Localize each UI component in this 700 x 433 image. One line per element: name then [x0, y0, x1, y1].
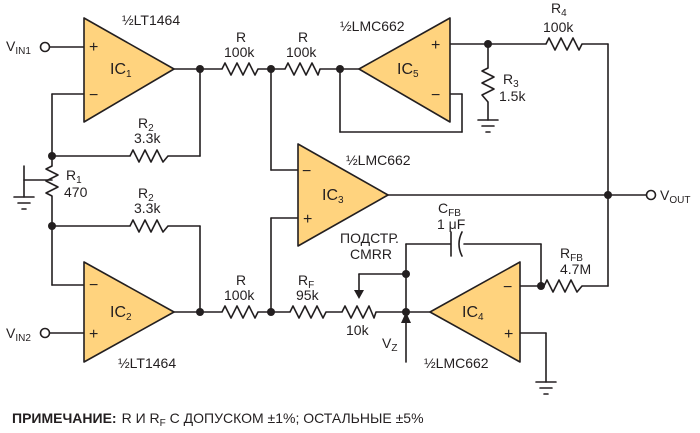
opamp-ic5	[358, 17, 451, 123]
rfb-value: 4.7M	[560, 261, 591, 277]
opamp-ic4	[429, 261, 521, 363]
resistor-trim-symbol	[341, 305, 377, 319]
cfb-value: 1 μF	[437, 216, 465, 232]
resistor-r-top2-symbol	[284, 62, 321, 76]
ic3-plus-pin: +	[303, 211, 312, 228]
ic4-label: IC4	[462, 304, 484, 323]
resistor-r-bot-symbol	[221, 305, 259, 319]
vin2-label: VIN2	[6, 325, 31, 344]
capacitor-cfb-symbol	[450, 231, 463, 257]
ic2-minus-pin: −	[89, 277, 98, 294]
r-top1-value: 100k	[224, 44, 255, 60]
rf-value: 95k	[296, 287, 320, 303]
cfb-name: CFB	[438, 200, 461, 219]
r-top2-name: R	[298, 29, 308, 45]
ic3-minus-pin: −	[302, 163, 311, 180]
resistor-r-top1-symbol	[221, 62, 259, 76]
r4-value: 100k	[543, 19, 574, 35]
resistor-r4-symbol	[545, 37, 583, 51]
vin1-terminal	[39, 41, 51, 53]
r-bot-name: R	[236, 272, 246, 288]
junction-dots	[48, 40, 612, 316]
ic1-plus-pin: +	[89, 39, 98, 56]
ic5-label: IC5	[397, 61, 419, 80]
vz-arrow-icon	[401, 312, 411, 323]
vz-label: VZ	[382, 335, 397, 354]
rf-name: RF	[298, 272, 314, 291]
r3-value: 1.5k	[499, 88, 526, 104]
ground-icon	[13, 196, 35, 210]
r4-name: R4	[551, 0, 567, 19]
ic5-plus-pin: +	[431, 37, 440, 54]
r-top2-value: 100k	[286, 44, 317, 60]
trim-label-line1: ПОДСТР.	[340, 230, 399, 246]
resistor-r2-top-symbol	[129, 149, 169, 163]
ic4-minus-pin: −	[503, 279, 512, 296]
trim-value: 10k	[346, 322, 370, 338]
vout-terminal	[645, 189, 657, 201]
vin1-label: VIN1	[6, 38, 31, 57]
opamp-ic2	[83, 261, 175, 363]
opamp-ic3	[297, 143, 389, 247]
ic1-part: ½LT1464	[122, 12, 180, 28]
opamp-ic1	[83, 17, 175, 123]
resistor-rf-symbol	[289, 305, 327, 319]
rfb-name: RFB	[560, 245, 583, 264]
resistor-rfb-symbol	[543, 279, 583, 293]
r2-bot-name: R2	[138, 185, 154, 204]
r2-bot-value: 3.3k	[134, 200, 161, 216]
ground-icon	[477, 119, 499, 133]
trim-label-line2: CMRR	[350, 246, 392, 262]
ic5-part: ½LMC662	[340, 18, 405, 34]
resistor-r3-symbol	[481, 67, 495, 103]
r1-value: 470	[64, 184, 88, 200]
ic5-minus-pin: −	[431, 87, 440, 104]
ic3-part: ½LMC662	[346, 152, 411, 168]
r1-name: R1	[66, 167, 82, 186]
resistor-r1-symbol	[45, 165, 59, 197]
ic2-part: ½LT1464	[118, 355, 176, 371]
ic4-plus-pin: +	[504, 326, 513, 343]
r-top1-name: R	[236, 29, 246, 45]
r2-top-name: R2	[138, 115, 154, 134]
vin2-terminal	[39, 327, 51, 339]
ic2-label: IC2	[110, 304, 132, 323]
r2-top-value: 3.3k	[134, 130, 161, 146]
vout-label: VOUT	[660, 187, 690, 206]
ic4-part: ½LMC662	[424, 355, 489, 371]
ic1-minus-pin: −	[89, 87, 98, 104]
ic2-plus-pin: +	[89, 326, 98, 343]
r-bot-value: 100k	[224, 287, 255, 303]
trim-wiper-arrow-icon	[354, 290, 364, 299]
r3-name: R3	[503, 71, 519, 90]
footnote: ПРИМЕЧАНИЕ:R И RF С ДОПУСКОМ ±1%; ОСТАЛЬ…	[12, 410, 424, 429]
ic1-label: IC1	[110, 61, 132, 80]
ground-icon	[535, 381, 557, 395]
resistor-r2-bot-symbol	[129, 219, 169, 233]
ic3-label: IC3	[322, 187, 344, 206]
